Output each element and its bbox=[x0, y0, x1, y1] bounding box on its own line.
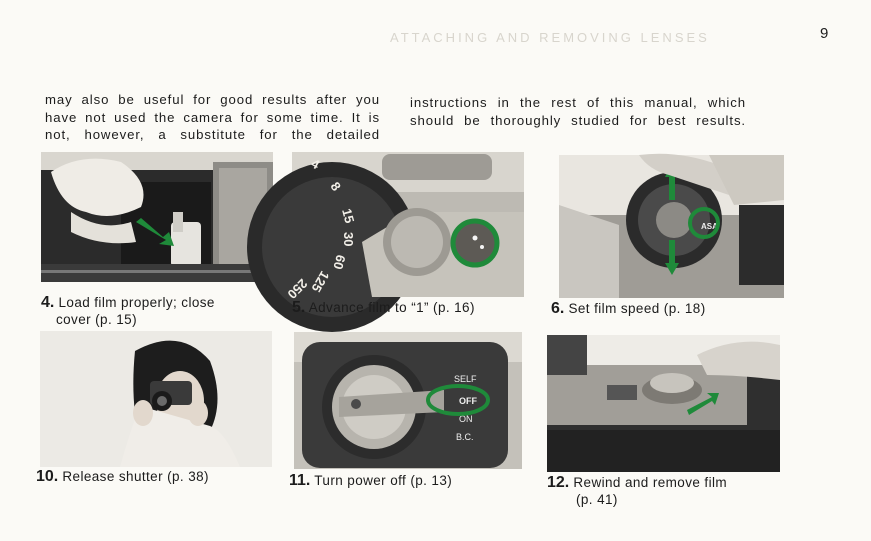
step-text: cover (p. 15) bbox=[56, 312, 137, 327]
text-line: instructions in the rest of this manual,… bbox=[410, 95, 746, 110]
switch-label-off: OFF bbox=[459, 396, 477, 406]
step-number: 10. bbox=[36, 468, 59, 485]
text-line: have not used the camera for some time. … bbox=[45, 109, 380, 125]
step-caption: 11. Turn power off (p. 13) bbox=[289, 472, 452, 489]
step-caption: 10. Release shutter (p. 38) bbox=[36, 468, 209, 485]
text-line: not, however, a substitute for the detai… bbox=[45, 127, 380, 142]
highlight-circle-icon bbox=[450, 218, 500, 268]
step-number: 4. bbox=[41, 294, 55, 311]
photographer-photo bbox=[40, 331, 272, 467]
highlight-circle-icon bbox=[688, 207, 720, 239]
step-text: Load film properly; close bbox=[58, 295, 215, 310]
asa-label: ASA bbox=[701, 222, 718, 231]
step-text: Turn power off (p. 13) bbox=[314, 473, 453, 488]
switch-label-bc: B.C. bbox=[456, 432, 474, 442]
step-text: (p. 41) bbox=[576, 492, 618, 507]
step-number: 5. bbox=[292, 299, 306, 316]
ghost-header: ATTACHING AND REMOVING LENSES bbox=[390, 30, 710, 45]
step-caption: 5. Advance film to “1” (p. 16) bbox=[292, 299, 475, 316]
green-arrow-icon bbox=[136, 218, 174, 246]
step-text: Rewind and remove film bbox=[573, 475, 728, 490]
step-text: Advance film to “1” (p. 16) bbox=[308, 300, 475, 315]
power-switch-photo: SELF OFF ON B.C. bbox=[294, 332, 522, 469]
green-arrow-icon bbox=[687, 393, 719, 415]
text-line: should be thoroughly studied for best re… bbox=[410, 112, 746, 128]
film-counter-photo: 4 8 15 30 60 125 250 bbox=[247, 152, 524, 332]
highlight-oval-icon bbox=[426, 384, 490, 416]
step-caption: 6. Set film speed (p. 18) bbox=[551, 300, 706, 317]
film-loading-photo bbox=[41, 152, 273, 282]
step-number: 6. bbox=[551, 300, 565, 317]
intro-paragraph-right: instructions in the rest of this manual,… bbox=[410, 94, 746, 129]
switch-label-on: ON bbox=[459, 414, 473, 424]
step-number: 11. bbox=[289, 472, 311, 489]
step-number: 12. bbox=[547, 474, 570, 491]
switch-label-self: SELF bbox=[454, 374, 477, 384]
step-caption: 12. Rewind and remove film (p. 41) bbox=[547, 474, 727, 508]
text-line: may also be useful for good results afte… bbox=[45, 92, 380, 107]
down-arrow-icon bbox=[665, 263, 679, 275]
intro-paragraph-left: may also be useful for good results afte… bbox=[45, 91, 380, 144]
step-text: Set film speed (p. 18) bbox=[568, 301, 706, 316]
rewind-crank-photo bbox=[547, 335, 780, 472]
asa-dial-photo: ASA bbox=[559, 153, 784, 298]
dial-number: 15 bbox=[339, 207, 357, 225]
page-number: 9 bbox=[820, 25, 829, 42]
step-caption: 4. Load film properly; close cover (p. 1… bbox=[41, 294, 215, 328]
dial-number: 30 bbox=[341, 232, 356, 246]
dial-number: 60 bbox=[330, 253, 348, 271]
step-text: Release shutter (p. 38) bbox=[62, 469, 209, 484]
